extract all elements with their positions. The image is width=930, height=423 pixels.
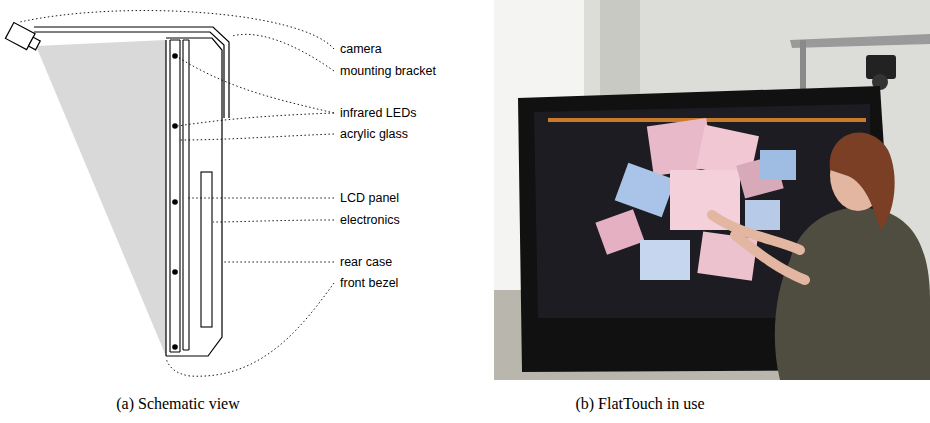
subfigure-caption: (a) Schematic view — [116, 394, 240, 413]
photo-illustration — [494, 0, 930, 380]
person — [712, 133, 930, 380]
electronics — [201, 172, 212, 327]
mounting-bracket — [34, 27, 229, 118]
front-bezel — [165, 40, 166, 356]
part-label: rear case — [340, 255, 392, 270]
part-label: infrared LEDs — [340, 106, 416, 121]
rear-case — [166, 38, 222, 356]
part-label: acrylic glass — [340, 127, 408, 142]
lcd-panel — [183, 40, 189, 350]
acrylic-glass — [170, 40, 180, 352]
part-label: mounting bracket — [340, 64, 436, 79]
part-label: camera — [340, 42, 382, 57]
schematic-drawing — [5, 11, 334, 377]
camera-view-cone — [36, 40, 166, 356]
part-label: electronics — [340, 213, 400, 228]
leader-lines — [20, 11, 334, 377]
mounting-bracket — [34, 32, 224, 118]
subfigure-caption: (b) FlatTouch in use — [575, 394, 704, 413]
part-label: front bezel — [340, 276, 398, 291]
infrared-leds — [172, 53, 178, 350]
part-label: LCD panel — [340, 191, 399, 206]
